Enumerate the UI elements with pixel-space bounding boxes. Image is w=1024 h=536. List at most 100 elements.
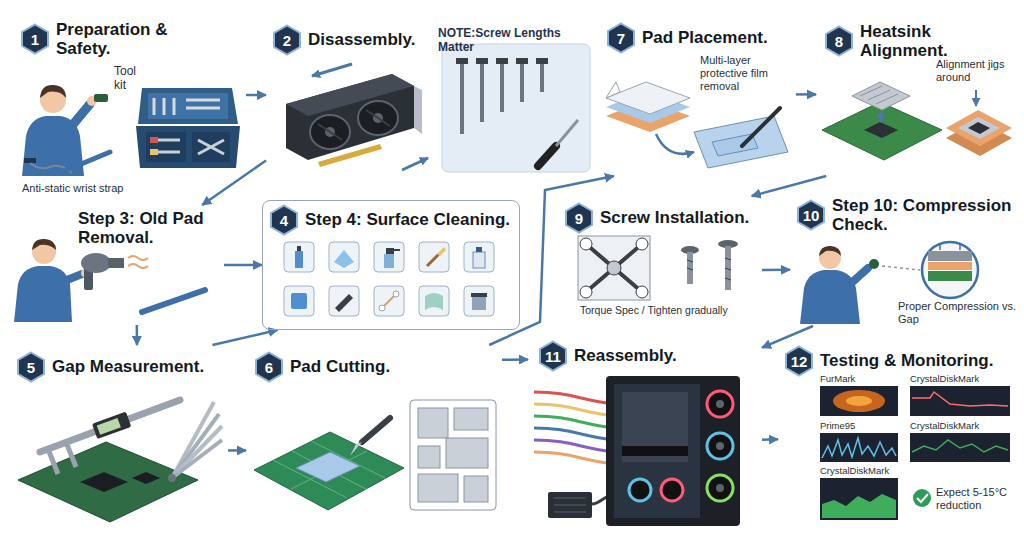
screw-pattern-bracket — [580, 286, 592, 298]
chart-label: CrystalDiskMark — [910, 420, 1010, 431]
step-number: 1 — [31, 31, 39, 48]
step-panel: 6Pad Cutting. — [246, 345, 502, 530]
alignment-jig — [946, 110, 1012, 146]
tool-kit-case — [148, 93, 228, 119]
technician-figure — [62, 274, 82, 282]
cleaning-supply-icons — [374, 242, 404, 272]
step-heading: 4Step 4: Surface Cleaning. — [269, 204, 510, 236]
cleaning-supply-icons — [464, 242, 494, 272]
compression-zoom — [959, 244, 961, 250]
cleaning-supply-icons — [374, 286, 404, 316]
result-label: Expect 5-15°C reduction — [936, 486, 1020, 512]
flow-arrow — [246, 94, 266, 97]
step-number: 12 — [791, 353, 808, 370]
tool-kit-case — [186, 99, 220, 102]
hexagon-shape — [256, 353, 282, 382]
compression-label: Proper Compression vs. Gap — [898, 300, 1020, 326]
cleaning-supply-icons — [379, 305, 385, 311]
cleaning-supply-icons — [464, 286, 494, 316]
compression-zoom — [928, 251, 972, 261]
step-number: 5 — [27, 359, 35, 376]
jig-label: Alignment jigs around — [936, 58, 1016, 84]
direction-arrow — [312, 64, 352, 76]
digital-caliper — [92, 412, 131, 439]
cleaning-supply-icons — [464, 242, 494, 272]
flow-arrow — [224, 264, 262, 267]
compression-zoom — [922, 242, 978, 298]
hexagon-shape — [271, 206, 297, 235]
chart-label: CrystalDiskMark — [910, 373, 1010, 384]
flow-arrow — [212, 330, 277, 345]
step-title: Step 3: Old Pad Removal. — [78, 209, 218, 247]
cleaning-supply-icons — [472, 297, 486, 310]
cleaning-supply-icons — [393, 291, 399, 297]
circuit-board-heatsink — [822, 102, 942, 160]
step-title: Pad Placement. — [642, 28, 768, 47]
step-number: 6 — [265, 359, 273, 376]
cleaning-supply-icons — [471, 293, 487, 297]
step-title: Step 10: Compression Check. — [832, 196, 1014, 234]
pc-case — [716, 442, 724, 450]
step-panel: 12Testing & Monitoring. — [778, 345, 1020, 530]
step-heading: 1Preparation & Safety. — [20, 20, 191, 58]
screw-note-panel — [442, 44, 590, 172]
direction-arrow — [312, 64, 428, 170]
step-title: Disassembly. — [308, 30, 415, 49]
direction-arrow — [402, 158, 428, 170]
screws — [725, 268, 731, 270]
digital-caliper — [97, 418, 121, 435]
benchmark-charts — [910, 386, 1010, 416]
screw-pattern-bracket — [580, 238, 592, 250]
circuit-board-heatsink — [852, 82, 910, 110]
step-badge: 2 — [272, 24, 302, 56]
pc-case — [622, 392, 688, 462]
step-number: 7 — [617, 30, 625, 47]
pc-case — [606, 376, 740, 526]
cleaning-supply-icons — [425, 293, 443, 310]
step-panel: 7 Pad Placement. — [598, 16, 796, 176]
benchmark-charts — [910, 433, 1010, 462]
cleaning-supply-icons — [284, 286, 314, 316]
step-title: Gap Measurement. — [52, 357, 204, 376]
step-heading: 11Reassembly. — [538, 340, 677, 372]
tablet-with-pen — [694, 108, 788, 168]
hexagon-shape — [826, 27, 852, 56]
cut-pieces-panel — [410, 400, 496, 510]
graphics-card — [366, 110, 390, 126]
film-removal-label: Multi-layer protective film removal — [700, 54, 792, 94]
step-badge: 10 — [796, 199, 826, 231]
hexagon-shape — [540, 342, 566, 371]
note-label: NOTE:Screw Lengths Matter — [438, 26, 598, 55]
thermal-pad-layers — [656, 134, 694, 154]
step-title: Screw Installation. — [600, 208, 749, 227]
chart-label: FurMark — [820, 373, 898, 384]
benchmark-charts — [820, 478, 898, 520]
step-panel: 2 Disassembly. — [266, 16, 434, 186]
step-heading: 12Testing & Monitoring. — [784, 345, 993, 377]
hair-dryer — [108, 258, 124, 268]
tool-kit-case — [150, 137, 158, 143]
check-mark — [913, 489, 931, 507]
cut-pieces-panel — [418, 446, 440, 468]
step-panel: 8Heatsink Alignment. — [816, 16, 1020, 176]
pc-case — [606, 376, 740, 526]
screw-pattern-bracket — [636, 238, 648, 250]
circuit-board — [132, 472, 160, 484]
tool-kit-case — [186, 107, 220, 110]
torque-label: Torque Spec / Tighten gradually — [580, 304, 760, 317]
cleaning-supply-icons — [329, 286, 359, 316]
cleaning-supply-icons — [476, 247, 482, 252]
hair-dryer — [128, 264, 148, 268]
benchmark-charts — [822, 438, 896, 458]
graphics-card — [286, 74, 422, 167]
flow-arrow — [228, 449, 246, 452]
cutting-mat — [254, 432, 404, 510]
cleaning-supply-icons — [419, 242, 449, 272]
pry-tool — [142, 290, 205, 312]
cleaning-supply-icons — [329, 242, 359, 272]
pc-case — [716, 400, 724, 408]
cut-pieces-panel — [418, 474, 458, 502]
graphics-card — [286, 74, 414, 160]
step-heading: 7 Pad Placement. — [606, 22, 768, 54]
